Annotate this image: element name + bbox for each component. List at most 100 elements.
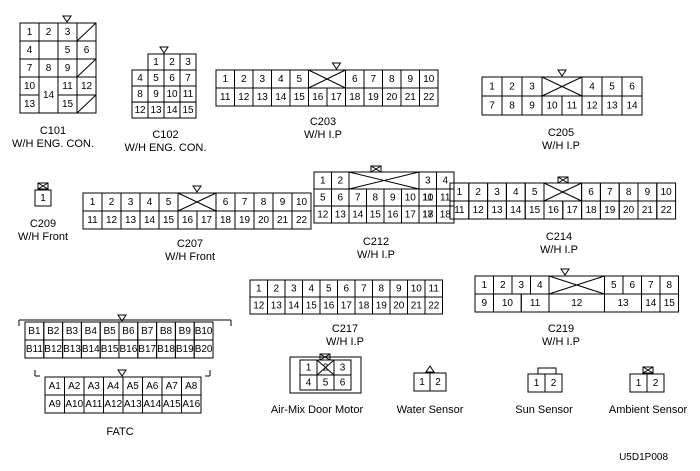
pin-label: 4: [308, 284, 314, 295]
pin-label: 11: [87, 215, 98, 226]
c203-location: W/H I.P: [304, 129, 342, 141]
pin-label: B5: [103, 326, 116, 337]
pin-label: 9: [645, 187, 651, 198]
pin-label: 15: [163, 215, 175, 226]
c209-caption: C209 W/H Front: [8, 218, 78, 244]
pin-label: 13: [617, 298, 629, 309]
pin-label: 6: [352, 74, 358, 85]
c102-name: C102: [152, 129, 179, 141]
orientation-triangle-icon: [560, 268, 570, 276]
pin-label: 3: [185, 57, 191, 68]
pin-label: 20: [258, 215, 270, 226]
pin-label: 4: [278, 74, 284, 85]
pin-label: 5: [166, 197, 172, 208]
pin-label: 7: [489, 101, 495, 112]
pin-label: 5: [323, 378, 329, 389]
pin-label: 3: [291, 284, 297, 295]
latch-icon: [557, 176, 569, 184]
water-sensor-caption: Water Sensor: [396, 404, 464, 416]
pin-label: A5: [127, 381, 140, 392]
pin-label: B15: [101, 344, 119, 355]
pin-label: 2: [109, 197, 115, 208]
pin-label: 8: [46, 63, 52, 74]
orientation-triangle-icon: [425, 365, 435, 373]
air-mix-caption: Air-Mix Door Motor: [270, 404, 364, 416]
pin-label: 19: [604, 205, 616, 216]
pin-label: 12: [571, 298, 583, 309]
pin-label: 7: [648, 280, 654, 291]
ambient-sensor-caption: Ambient Sensor: [608, 404, 688, 416]
c209-location: W/H Front: [17, 231, 69, 243]
pin-label: 5: [532, 187, 538, 198]
pin-cell: [291, 210, 312, 230]
pin-label: 5: [65, 45, 71, 56]
diagram-code: U5D1P008: [619, 452, 668, 463]
pin-label: B13: [63, 344, 81, 355]
pin-label: B3: [66, 326, 79, 337]
pin-label: 12: [473, 205, 485, 216]
cross-line: [348, 171, 420, 190]
pin-label: 5: [326, 284, 332, 295]
c214-caption: C214 W/H I.P: [526, 231, 592, 257]
c217-location: W/H I.P: [326, 336, 364, 348]
pin-label: B17: [138, 344, 156, 355]
pin-label: A16: [182, 399, 200, 410]
pin-label: 16: [548, 205, 560, 216]
pin-cell: [193, 339, 214, 359]
pin-label: 12: [238, 92, 250, 103]
pin-label: 4: [537, 280, 543, 291]
pin-label: B6: [122, 326, 135, 337]
c212-caption: C212 W/H I.P: [343, 236, 409, 262]
cross-line: [541, 76, 583, 97]
pin-label: 3: [259, 74, 265, 85]
pin-label: 14: [43, 90, 55, 101]
pin-label: 1: [636, 378, 642, 389]
pin-label: B2: [47, 326, 60, 337]
pin-label: 4: [513, 187, 519, 198]
pin-label: 6: [343, 284, 349, 295]
pin-label: 7: [27, 63, 33, 74]
pin-label: 10: [661, 187, 673, 198]
pin-label: 13: [24, 99, 36, 110]
pin-label: 4: [306, 378, 312, 389]
cross-line: [308, 69, 346, 89]
cross-line: [543, 182, 582, 202]
pin-label: A6: [146, 381, 159, 392]
pin-label: 8: [626, 187, 632, 198]
pin-label: 1: [256, 284, 262, 295]
pin-label: 10: [166, 89, 178, 100]
pin-label: 9: [280, 197, 286, 208]
pin-label: 14: [275, 92, 287, 103]
pin-label: 4: [137, 73, 143, 84]
pin-label: 6: [629, 280, 635, 291]
pin-label: 14: [288, 301, 300, 312]
pin-cell: [429, 372, 447, 392]
pin-label: 9: [529, 101, 535, 112]
pin-label: 18: [358, 301, 370, 312]
pin-label: 1: [90, 197, 96, 208]
pin-label: 1: [40, 193, 46, 204]
pin-label: 8: [509, 101, 515, 112]
orientation-triangle-icon: [557, 69, 567, 77]
c101-name: C101: [39, 125, 67, 137]
c203-name: C203: [309, 116, 337, 128]
pin-label: 11: [530, 298, 541, 309]
latch-mark: [37, 182, 49, 190]
pin-label: A11: [85, 399, 102, 410]
pin-cell: [656, 200, 677, 220]
latch-mark: [370, 165, 382, 173]
pin-label: 19: [368, 92, 380, 103]
pin-label: B1: [28, 326, 41, 337]
latch-icon: [642, 366, 654, 374]
blank-cell: [38, 40, 59, 60]
orientation-triangle-icon: [159, 46, 169, 54]
pin-label: 15: [62, 99, 74, 110]
pin-label: B4: [85, 326, 98, 337]
pin-label: 3: [65, 27, 71, 38]
pin-label: 13: [491, 205, 503, 216]
pin-label: 2: [46, 27, 52, 38]
c205-caption: C205 W/H I.P: [528, 127, 594, 153]
latch-icon: [370, 165, 382, 173]
